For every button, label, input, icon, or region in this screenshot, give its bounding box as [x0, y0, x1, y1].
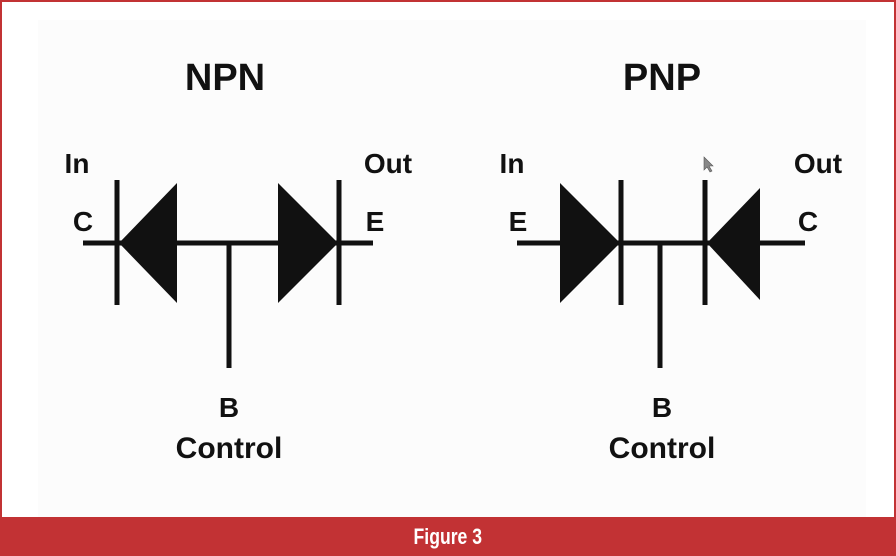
npn-out-label: Out	[364, 148, 412, 179]
pnp-c-label: C	[798, 206, 818, 237]
npn-control-label: Control	[176, 432, 283, 465]
figure-caption-bar: Figure 3	[0, 517, 896, 556]
pnp-diagram	[517, 180, 805, 368]
npn-right-diode-triangle	[278, 183, 338, 303]
pnp-e-label: E	[509, 206, 528, 237]
npn-in-label: In	[65, 148, 90, 179]
pnp-title: PNP	[623, 57, 701, 99]
pnp-in-label: In	[500, 148, 525, 179]
pnp-left-diode-triangle	[560, 183, 620, 303]
pnp-out-label: Out	[794, 148, 842, 179]
pnp-b-label: B	[652, 392, 672, 423]
npn-title: NPN	[185, 57, 265, 99]
npn-left-diode-triangle	[119, 183, 177, 303]
npn-e-label: E	[366, 206, 385, 237]
mouse-cursor-icon	[703, 156, 714, 173]
pnp-control-label: Control	[609, 432, 716, 465]
npn-diagram	[83, 180, 373, 368]
npn-c-label: C	[73, 206, 93, 237]
npn-b-label: B	[219, 392, 239, 423]
pnp-right-diode-triangle	[707, 188, 760, 300]
transistor-diagram: NPN In C Out E B Control PNP In E Out C …	[65, 57, 843, 465]
figure-caption: Figure 3	[413, 523, 483, 549]
